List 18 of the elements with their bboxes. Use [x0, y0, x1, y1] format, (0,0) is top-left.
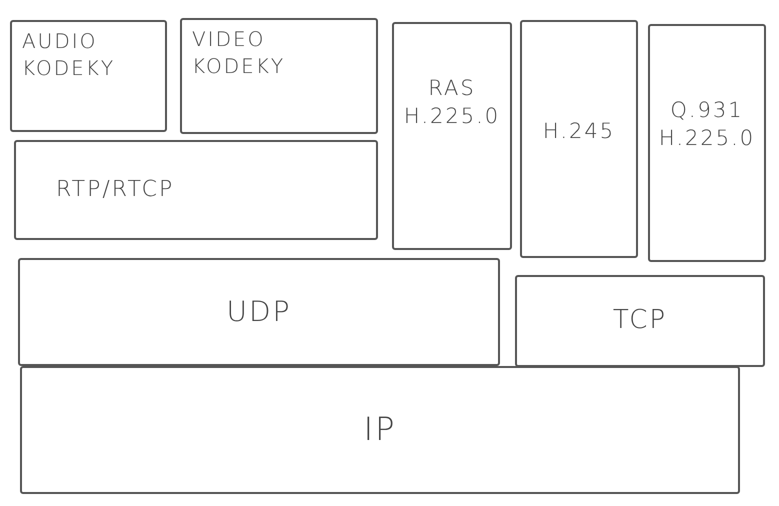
- protocol-box: [392, 22, 512, 250]
- protocol-label: UDP: [226, 294, 292, 330]
- protocol-label: H.245: [542, 118, 616, 145]
- protocol-box: [20, 366, 740, 494]
- protocol-box: [10, 20, 167, 132]
- protocol-box: [648, 24, 766, 262]
- protocol-label: AUDIO KODEKY: [22, 28, 116, 82]
- protocol-box: [515, 275, 765, 367]
- protocol-label: Q.931 H.225.0: [658, 97, 756, 152]
- protocol-label: IP: [364, 409, 396, 450]
- protocol-label: TCP: [612, 304, 668, 338]
- protocol-box: [520, 20, 638, 258]
- protocol-box: [14, 140, 378, 240]
- protocol-label: RAS H.225.0: [404, 75, 500, 130]
- protocol-box: [180, 18, 378, 134]
- protocol-label: VIDEO KODEKY: [192, 26, 286, 80]
- protocol-box: [18, 258, 500, 366]
- protocol-label: RTP/RTCP: [56, 176, 174, 204]
